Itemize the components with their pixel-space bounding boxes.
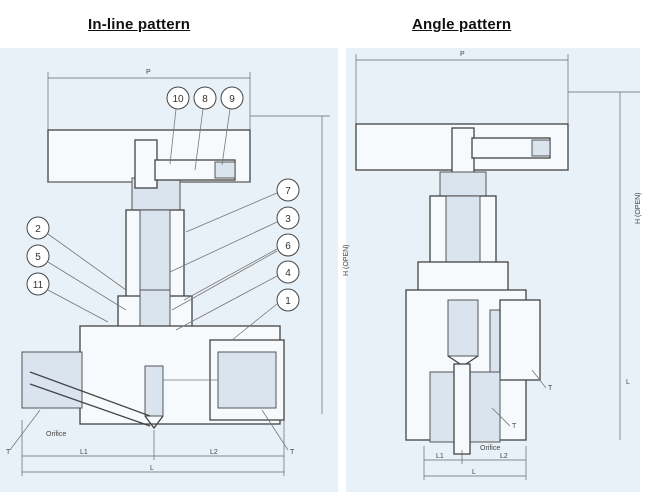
p-dimension-label: P	[146, 69, 151, 76]
p-dimension-label-angle: P	[460, 51, 465, 58]
callout-4: 4	[276, 260, 300, 284]
inline-pattern-heading: In-line pattern	[88, 16, 191, 33]
callout-3: 3	[276, 206, 300, 230]
callout-10: 10	[166, 86, 190, 110]
t-thread-label-angle-right: T	[548, 385, 553, 392]
callout-5: 5	[26, 244, 50, 268]
callout-9: 9	[220, 86, 244, 110]
angle-pattern-heading: Angle pattern	[412, 16, 512, 33]
svg-text:5: 5	[35, 252, 41, 263]
l-dimension-label: L	[150, 465, 154, 472]
callout-6: 6	[276, 233, 300, 257]
h-dimension-label: H (OPEN)	[343, 245, 350, 277]
callout-2: 2	[26, 216, 50, 240]
svg-text:2: 2	[35, 224, 41, 235]
l1-dimension-label: L1	[80, 449, 88, 456]
t-thread-label-angle: T	[512, 423, 517, 430]
svg-text:11: 11	[33, 280, 44, 291]
t-thread-label-right: T	[290, 449, 295, 456]
svg-text:9: 9	[229, 94, 235, 105]
svg-text:6: 6	[285, 241, 291, 252]
svg-text:8: 8	[202, 94, 208, 105]
inline-valve-drawing: P H (OPEN) Orifice	[6, 69, 350, 476]
orifice-label: Orifice	[46, 431, 66, 438]
t-thread-label: T	[6, 449, 11, 456]
h-dimension-label-angle: H (OPEN)	[635, 193, 642, 225]
l-dimension-label-angle: L	[472, 469, 476, 476]
callout-11: 11	[26, 272, 50, 296]
angle-valve-drawing: P Orifice H (OPEN) L L1 L2	[355, 51, 642, 480]
l-dimension-label-angle-v: L	[626, 379, 630, 386]
svg-text:10: 10	[172, 94, 184, 105]
callout-1: 1	[276, 288, 300, 312]
l1-dimension-label-angle: L1	[436, 453, 444, 460]
svg-text:3: 3	[285, 214, 291, 225]
svg-text:4: 4	[285, 268, 291, 279]
svg-text:1: 1	[285, 296, 291, 307]
l2-dimension-label-angle: L2	[500, 453, 508, 460]
orifice-label-angle: Orifice	[480, 445, 500, 452]
callout-8: 8	[193, 86, 217, 110]
svg-text:7: 7	[285, 186, 291, 197]
callout-7: 7	[276, 178, 300, 202]
l2-dimension-label: L2	[210, 449, 218, 456]
